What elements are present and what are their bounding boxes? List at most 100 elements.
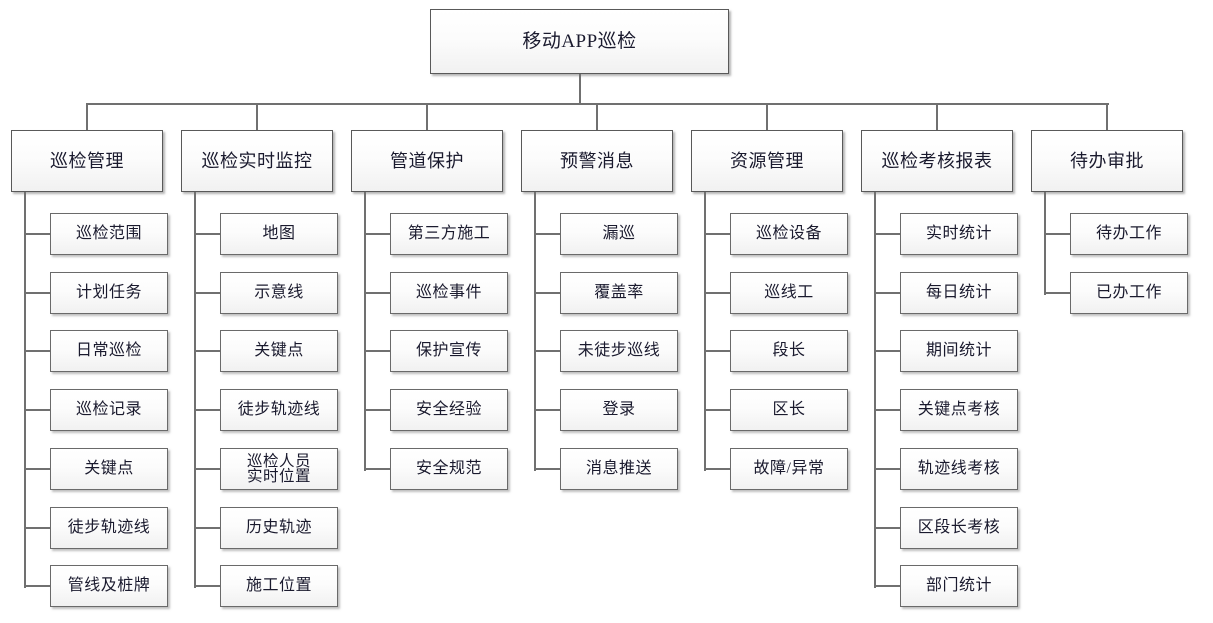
child-connector-4-1 bbox=[534, 233, 560, 235]
leaf-node-3-3[interactable]: 保护宣传 bbox=[390, 330, 508, 372]
child-connector-3-4 bbox=[364, 409, 390, 411]
column-spine-5 bbox=[704, 192, 706, 471]
column-spine-7 bbox=[1044, 192, 1046, 295]
leaf-node-1-5[interactable]: 关键点 bbox=[50, 448, 168, 490]
child-connector-1-3 bbox=[24, 350, 50, 352]
leaf-node-1-1[interactable]: 巡检范围 bbox=[50, 213, 168, 255]
child-connector-6-1 bbox=[874, 233, 900, 235]
leaf-node-2-2[interactable]: 示意线 bbox=[220, 272, 338, 314]
child-connector-1-2 bbox=[24, 292, 50, 294]
child-connector-4-2 bbox=[534, 292, 560, 294]
level1-node-7[interactable]: 待办审批 bbox=[1031, 130, 1183, 192]
leaf-node-2-3[interactable]: 关键点 bbox=[220, 330, 338, 372]
leaf-node-3-4[interactable]: 安全经验 bbox=[390, 389, 508, 431]
level1-node-4[interactable]: 预警消息 bbox=[521, 130, 673, 192]
leaf-node-5-1[interactable]: 巡检设备 bbox=[730, 213, 848, 255]
child-connector-6-3 bbox=[874, 350, 900, 352]
column-spine-2 bbox=[194, 192, 196, 588]
child-connector-7-1 bbox=[1044, 233, 1070, 235]
column-spine-6 bbox=[874, 192, 876, 588]
leaf-node-7-1[interactable]: 待办工作 bbox=[1070, 213, 1188, 255]
child-connector-2-6 bbox=[194, 527, 220, 529]
level1-node-6[interactable]: 巡检考核报表 bbox=[861, 130, 1013, 192]
root-node: 移动APP巡检 bbox=[430, 9, 729, 74]
child-connector-6-5 bbox=[874, 468, 900, 470]
child-connector-3-1 bbox=[364, 233, 390, 235]
child-connector-1-6 bbox=[24, 527, 50, 529]
leaf-node-6-4[interactable]: 关键点考核 bbox=[900, 389, 1018, 431]
leaf-node-4-4[interactable]: 登录 bbox=[560, 389, 678, 431]
leaf-node-1-7[interactable]: 管线及桩牌 bbox=[50, 565, 168, 607]
column-stem-connector-7 bbox=[1106, 103, 1108, 132]
leaf-node-1-4[interactable]: 巡检记录 bbox=[50, 389, 168, 431]
leaf-node-1-2[interactable]: 计划任务 bbox=[50, 272, 168, 314]
leaf-node-3-2[interactable]: 巡检事件 bbox=[390, 272, 508, 314]
level1-node-5[interactable]: 资源管理 bbox=[691, 130, 843, 192]
leaf-node-5-5[interactable]: 故障/异常 bbox=[730, 448, 848, 490]
child-connector-3-3 bbox=[364, 350, 390, 352]
child-connector-2-2 bbox=[194, 292, 220, 294]
level1-node-2[interactable]: 巡检实时监控 bbox=[181, 130, 333, 192]
child-connector-5-3 bbox=[704, 350, 730, 352]
child-connector-2-5 bbox=[194, 468, 220, 470]
child-connector-3-5 bbox=[364, 468, 390, 470]
leaf-node-2-4[interactable]: 徒步轨迹线 bbox=[220, 389, 338, 431]
level1-node-1[interactable]: 巡检管理 bbox=[11, 130, 163, 192]
column-stem-connector-1 bbox=[86, 103, 88, 132]
child-connector-5-2 bbox=[704, 292, 730, 294]
child-connector-7-2 bbox=[1044, 292, 1070, 294]
child-connector-2-7 bbox=[194, 585, 220, 587]
leaf-node-6-3[interactable]: 期间统计 bbox=[900, 330, 1018, 372]
leaf-node-1-3[interactable]: 日常巡检 bbox=[50, 330, 168, 372]
column-spine-1 bbox=[24, 192, 26, 588]
leaf-node-5-4[interactable]: 区长 bbox=[730, 389, 848, 431]
column-spine-4 bbox=[534, 192, 536, 471]
leaf-node-7-2[interactable]: 已办工作 bbox=[1070, 272, 1188, 314]
column-stem-connector-4 bbox=[596, 103, 598, 132]
column-stem-connector-3 bbox=[426, 103, 428, 132]
child-connector-3-2 bbox=[364, 292, 390, 294]
child-connector-1-4 bbox=[24, 409, 50, 411]
child-connector-6-6 bbox=[874, 527, 900, 529]
child-connector-2-1 bbox=[194, 233, 220, 235]
leaf-node-5-3[interactable]: 段长 bbox=[730, 330, 848, 372]
leaf-node-2-7[interactable]: 施工位置 bbox=[220, 565, 338, 607]
root-stem-connector bbox=[579, 74, 581, 105]
level1-node-3[interactable]: 管道保护 bbox=[351, 130, 503, 192]
leaf-node-3-1[interactable]: 第三方施工 bbox=[390, 213, 508, 255]
child-connector-4-5 bbox=[534, 468, 560, 470]
child-connector-6-2 bbox=[874, 292, 900, 294]
horizontal-bus-connector bbox=[87, 103, 1109, 105]
leaf-node-4-2[interactable]: 覆盖率 bbox=[560, 272, 678, 314]
child-connector-4-3 bbox=[534, 350, 560, 352]
leaf-node-4-3[interactable]: 未徒步巡线 bbox=[560, 330, 678, 372]
leaf-node-6-1[interactable]: 实时统计 bbox=[900, 213, 1018, 255]
leaf-node-2-6[interactable]: 历史轨迹 bbox=[220, 507, 338, 549]
leaf-node-2-5[interactable]: 巡检人员 实时位置 bbox=[220, 448, 338, 490]
leaf-node-2-1[interactable]: 地图 bbox=[220, 213, 338, 255]
column-stem-connector-6 bbox=[936, 103, 938, 132]
child-connector-1-7 bbox=[24, 585, 50, 587]
leaf-node-6-7[interactable]: 部门统计 bbox=[900, 565, 1018, 607]
leaf-node-1-6[interactable]: 徒步轨迹线 bbox=[50, 507, 168, 549]
leaf-node-3-5[interactable]: 安全规范 bbox=[390, 448, 508, 490]
leaf-node-6-6[interactable]: 区段长考核 bbox=[900, 507, 1018, 549]
child-connector-2-3 bbox=[194, 350, 220, 352]
child-connector-4-4 bbox=[534, 409, 560, 411]
child-connector-2-4 bbox=[194, 409, 220, 411]
child-connector-5-4 bbox=[704, 409, 730, 411]
leaf-node-4-1[interactable]: 漏巡 bbox=[560, 213, 678, 255]
leaf-node-5-2[interactable]: 巡线工 bbox=[730, 272, 848, 314]
leaf-node-4-5[interactable]: 消息推送 bbox=[560, 448, 678, 490]
child-connector-1-1 bbox=[24, 233, 50, 235]
leaf-node-6-2[interactable]: 每日统计 bbox=[900, 272, 1018, 314]
child-connector-6-7 bbox=[874, 585, 900, 587]
leaf-node-6-5[interactable]: 轨迹线考核 bbox=[900, 448, 1018, 490]
child-connector-5-5 bbox=[704, 468, 730, 470]
column-stem-connector-2 bbox=[256, 103, 258, 132]
child-connector-1-5 bbox=[24, 468, 50, 470]
child-connector-5-1 bbox=[704, 233, 730, 235]
column-spine-3 bbox=[364, 192, 366, 471]
column-stem-connector-5 bbox=[766, 103, 768, 132]
